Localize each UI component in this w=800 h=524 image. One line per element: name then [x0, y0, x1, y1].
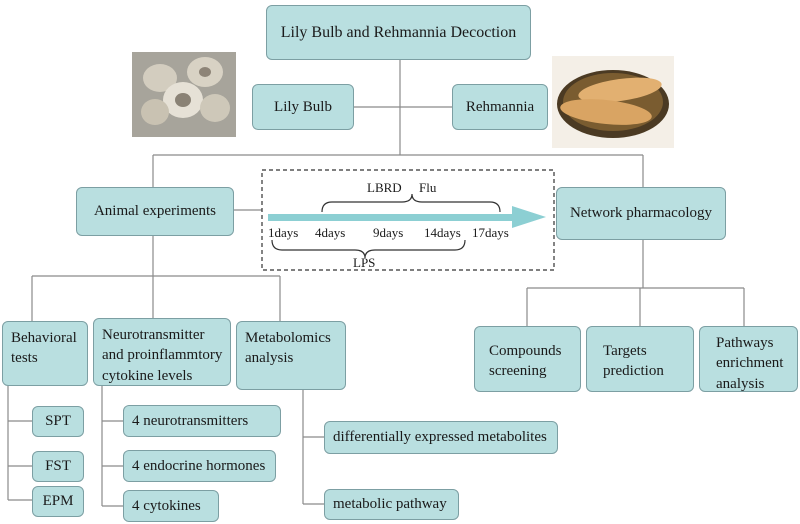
- neurotransmitters-box: 4 neurotransmitters: [123, 405, 281, 437]
- targets-prediction-box: Targets prediction: [586, 326, 694, 392]
- animal-experiments-box: Animal experiments: [76, 187, 234, 236]
- neurotransmitter-cytokine-box: Neurotransmitter and proinflammtory cyto…: [93, 318, 231, 386]
- epm-box: EPM: [32, 486, 84, 517]
- root-decoction-box: Lily Bulb and Rehmannia Decoction: [266, 5, 531, 60]
- timeline-treatment-lbrd: LBRD: [367, 180, 402, 195]
- timeline-day-1: 1days: [268, 225, 299, 240]
- timeline-day-17: 17days: [472, 225, 509, 240]
- lily-bulb-photo: [132, 52, 236, 137]
- timeline-day-14: 14days: [424, 225, 461, 240]
- rehmannia-photo: [552, 56, 674, 148]
- compounds-screening-box: Compounds screening: [474, 326, 581, 392]
- behavioral-tests-box: Behavioral tests: [2, 321, 88, 386]
- fst-box: FST: [32, 451, 84, 482]
- timeline-lps-label: LPS: [353, 255, 376, 270]
- timeline-treatment-flu: Flu: [419, 180, 437, 195]
- treatment-brace: [321, 193, 501, 213]
- network-pharmacology-box: Network pharmacology: [556, 187, 726, 240]
- lps-brace: [271, 239, 466, 259]
- lily-bulb-box: Lily Bulb: [252, 84, 354, 130]
- spt-box: SPT: [32, 406, 84, 437]
- cytokines-box: 4 cytokines: [123, 490, 219, 522]
- timeline-arrow: [268, 206, 546, 228]
- metabolomics-analysis-box: Metabolomics analysis: [236, 321, 346, 390]
- rehmannia-box: Rehmannia: [452, 84, 548, 130]
- timeline-day-4: 4days: [315, 225, 346, 240]
- differential-metabolites-box: differentially expressed metabolites: [324, 421, 558, 454]
- endocrine-hormones-box: 4 endocrine hormones: [123, 450, 276, 482]
- pathways-enrichment-box: Pathways enrichment analysis: [699, 326, 798, 392]
- timeline-day-9: 9days: [373, 225, 404, 240]
- metabolic-pathway-box: metabolic pathway: [324, 489, 459, 520]
